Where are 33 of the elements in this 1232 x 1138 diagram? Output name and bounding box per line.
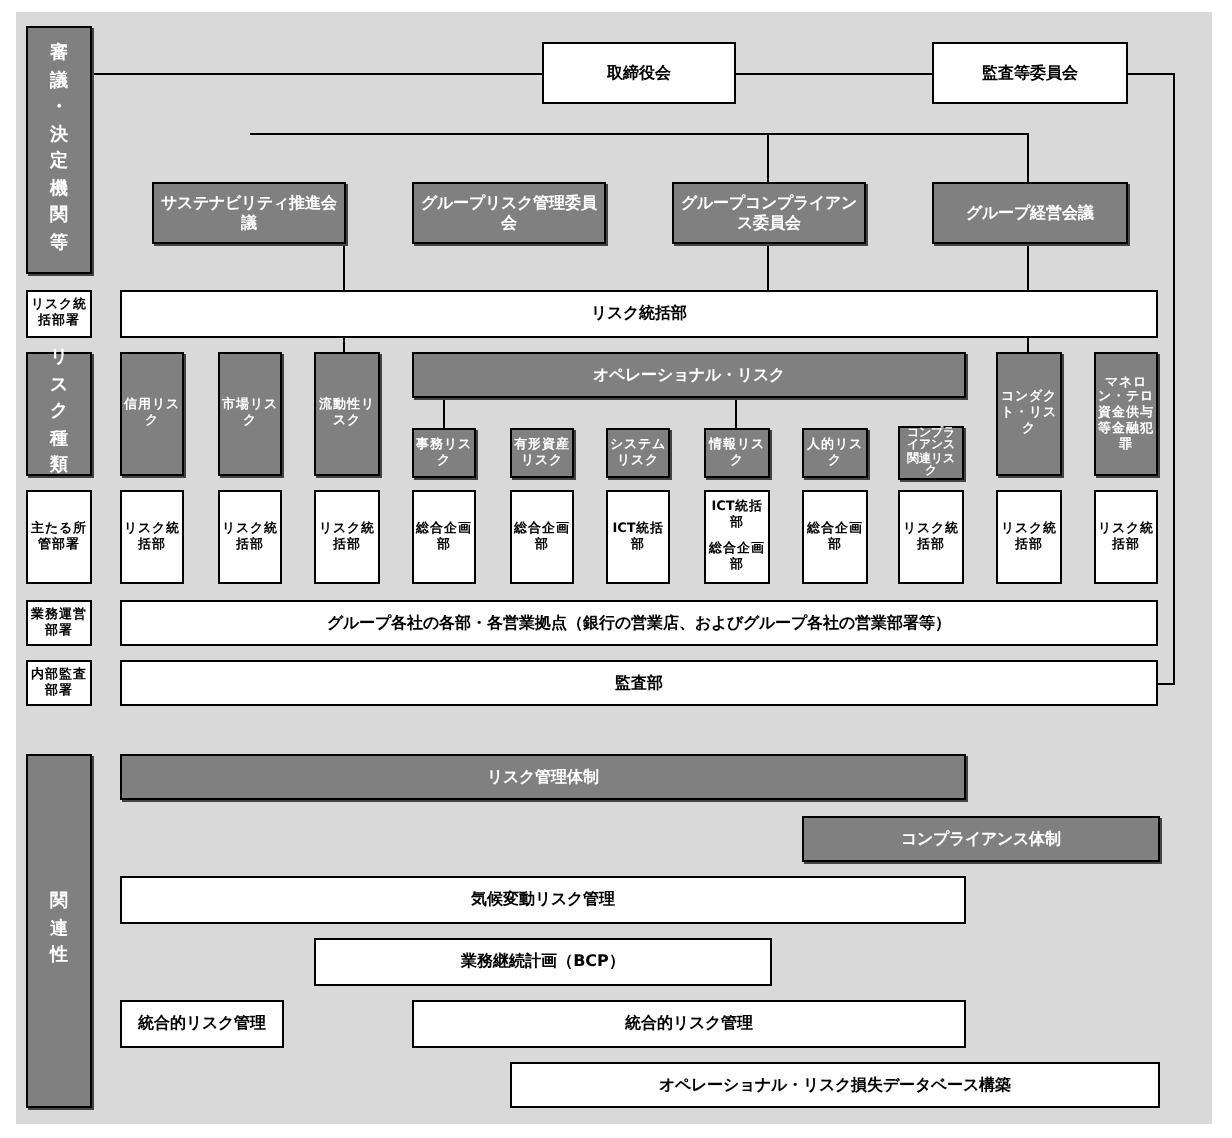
connector-line	[343, 337, 345, 353]
department-box: 気候変動リスク管理	[120, 876, 966, 924]
connector-line	[767, 133, 1029, 183]
department-box: オペレーショナル・リスク損失データベース構築	[510, 1062, 1160, 1108]
department-box: グループ各社の各部・各営業拠点（銀行の営業店、およびグループ各社の営業部署等）	[120, 600, 1158, 646]
connector-line	[767, 243, 769, 291]
department-box: 業務継続計画（BCP）	[314, 938, 772, 986]
category-label: 審議・決定機関等	[26, 26, 92, 274]
category-box: グループコンプライアンス委員会	[672, 182, 866, 244]
category-box: グループリスク管理委員会	[412, 182, 606, 244]
department-box	[704, 490, 770, 584]
department-box: 取締役会	[542, 42, 736, 104]
connector-line	[249, 133, 769, 183]
connector-line	[1027, 243, 1029, 291]
connector-line	[735, 397, 737, 429]
connector-line	[735, 73, 933, 75]
category-box: オペレーショナル・リスク	[412, 352, 966, 398]
department-box: 監査等委員会	[932, 42, 1128, 104]
category-label: 関連性	[26, 754, 92, 1108]
department-box: 統合的リスク管理	[120, 1000, 284, 1048]
category-box: リスク管理体制	[120, 754, 966, 800]
department-box: リスク統括部	[120, 290, 1158, 338]
connector-line	[91, 73, 543, 75]
connector-line	[443, 397, 445, 429]
connector-line	[1127, 73, 1175, 685]
connector-line	[1027, 337, 1029, 353]
category-label: リスク種類	[26, 352, 92, 476]
department-box: 監査部	[120, 660, 1158, 706]
connector-line	[343, 243, 345, 291]
category-box: コンプライアンス体制	[802, 816, 1160, 862]
category-box: グループ経営会議	[932, 182, 1128, 244]
category-box: サステナビリティ推進会議	[152, 182, 346, 244]
department-box: 統合的リスク管理	[412, 1000, 966, 1048]
